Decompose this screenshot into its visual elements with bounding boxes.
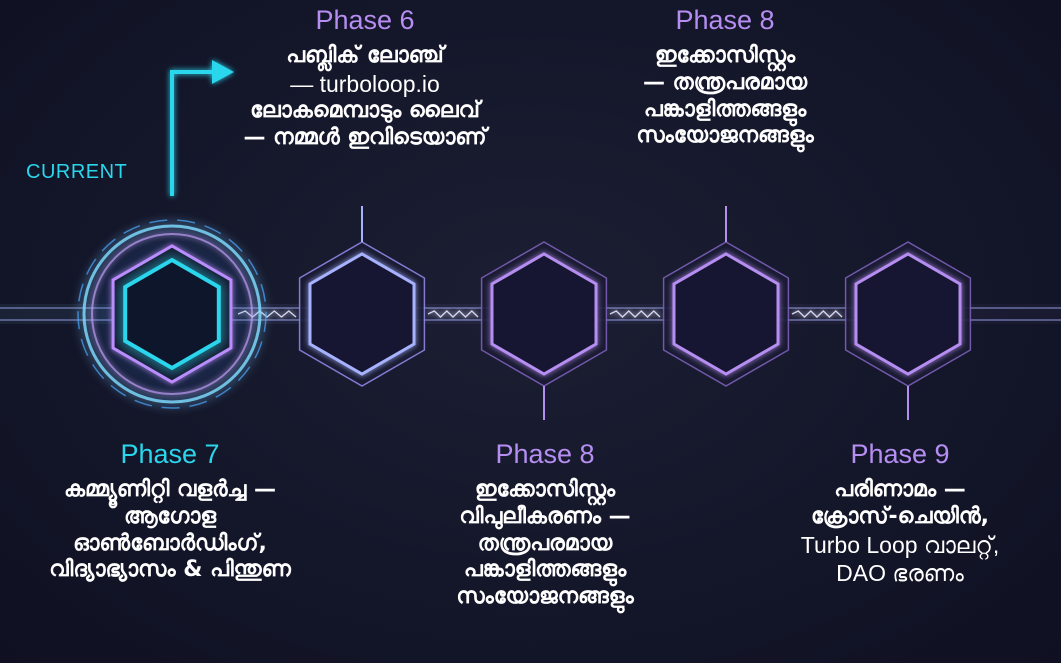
current-arrow: [170, 60, 234, 196]
phase-6-title: Phase 6: [315, 5, 415, 35]
phase-7-title: Phase 7: [120, 439, 220, 469]
phase-7-line-3: ഓൺബോർഡിംഗ്,: [73, 530, 267, 556]
phase-6-line-4: — നമ്മൾ ഇവിടെയാണ്: [243, 124, 487, 150]
hex-inner-5: [854, 252, 962, 376]
phase-8-top-line-4: സംയോജനങ്ങളും: [636, 123, 814, 149]
phase-6-line-3: ലോകമെമ്പാടും ലൈവ്: [250, 97, 480, 123]
phase-8-top-label: Phase 8 ഇക്കോസിസ്റ്റം — തന്ത്രപരമായ പങ്ക…: [560, 4, 890, 150]
phase-8a-node: [480, 241, 608, 420]
arrow-head: [212, 60, 234, 84]
phase-9-line-1: പരിണാമം —: [834, 476, 966, 502]
phase-6-label: Phase 6 പബ്ലിക് ലോഞ്ച് — turboloop.io ലോ…: [200, 4, 530, 151]
phase-8-bottom-line-1: ഇക്കോസിസ്റ്റം: [474, 476, 616, 502]
phase-8-top-line-2: — തന്ത്രപരമായ: [642, 69, 808, 95]
spark-2: [427, 310, 479, 318]
phase-8-top-title: Phase 8: [675, 5, 775, 35]
phase-8-bottom-line-4: പങ്കാളിത്തങ്ങളും: [463, 557, 627, 583]
phase-8b-node: [662, 206, 790, 387]
phase-8-bottom-label: Phase 8 ഇക്കോസിസ്റ്റം വിപുലീകരണം — തന്ത്…: [380, 438, 710, 611]
phase-7-line-4: വിദ്യാഭ്യാസം & പിന്തുണ: [49, 557, 291, 583]
current-hex-inner: [123, 257, 221, 371]
phase-8-top-line-1: ഇക്കോസിസ്റ്റം: [654, 42, 796, 68]
phase-7-label: Phase 7 കമ്മ്യൂണിറ്റി വളർച്ച — ആഗോള ഓൺബോ…: [0, 438, 340, 584]
spark-3: [609, 310, 661, 318]
current-ring-inner: [91, 233, 253, 395]
current-ring-energy: [77, 219, 267, 409]
phase-9-node: [844, 241, 972, 420]
phase-8-bottom-line-3: തന്ത്രപരമായ: [477, 530, 613, 556]
phase-9-line-4: DAO ഭരണം: [836, 559, 964, 586]
hex-inner-2: [308, 252, 416, 376]
hex-inner-4: [672, 252, 780, 376]
phase-9-line-3: Turbo Loop വാലറ്റ്,: [800, 531, 1000, 558]
phase-8-bottom-line-2: വിപുലീകരണം —: [459, 503, 631, 529]
phase-8-top-line-3: പങ്കാളിത്തങ്ങളും: [643, 96, 807, 122]
phase-nodes: [72, 206, 972, 420]
phase-9-line-2: ക്രോസ്-ചെയിൻ,: [811, 503, 989, 529]
phase-7-node: [72, 214, 272, 414]
arrow-shaft: [170, 70, 216, 196]
phase-9-title: Phase 9: [850, 439, 950, 469]
current-label: CURRENT: [26, 161, 128, 183]
phase-7-line-1: കമ്മ്യൂണിറ്റി വളർച്ച —: [64, 476, 276, 502]
phase-6-node: [298, 206, 426, 387]
spark-4: [791, 310, 843, 318]
phase-7-line-2: ആഗോള: [123, 503, 217, 529]
phase-8-bottom-line-5: സംയോജനങ്ങളും: [456, 584, 634, 610]
phase-8-bottom-title: Phase 8: [495, 439, 595, 469]
phase-9-label: Phase 9 പരിണാമം — ക്രോസ്-ചെയിൻ, Turbo Lo…: [740, 438, 1060, 587]
hex-inner-3: [490, 252, 598, 376]
phase-6-line-2: — turboloop.io: [290, 70, 440, 97]
current-ring-outer: [82, 224, 262, 404]
phase-6-line-1: പബ്ലിക് ലോഞ്ച്: [286, 42, 444, 68]
